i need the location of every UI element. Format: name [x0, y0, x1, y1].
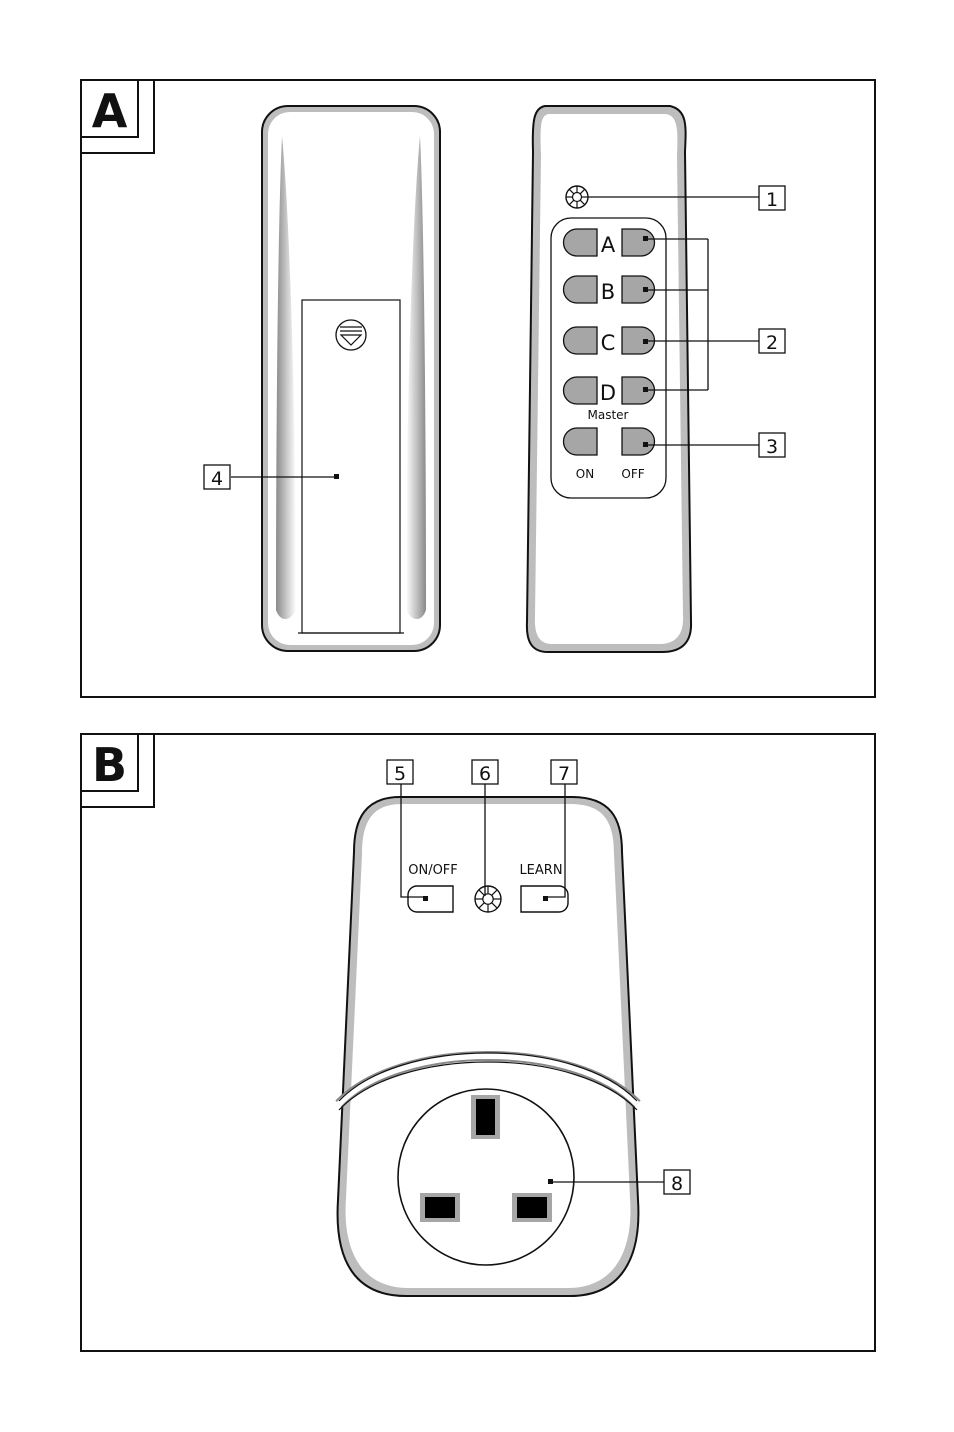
master-on-label: ON: [576, 467, 594, 481]
button-d-on[interactable]: [564, 377, 598, 404]
panel-a: A 4: [81, 80, 875, 697]
callout-4-label: 4: [211, 468, 223, 490]
panel-b: B ON/OFF: [81, 734, 875, 1351]
neutral-pin-slot: [517, 1197, 547, 1218]
keypad-frame: [551, 218, 666, 498]
callout-3-label: 3: [766, 436, 778, 458]
button-b-on[interactable]: [564, 276, 598, 303]
callout-6-label: 6: [479, 763, 491, 785]
channel-b-label: B: [601, 280, 615, 304]
button-master-on[interactable]: [564, 428, 598, 455]
remote-socket: ON/OFF LEARN 5: [338, 760, 690, 1296]
onoff-label: ON/OFF: [408, 863, 458, 878]
master-label: Master: [588, 408, 629, 422]
callout-2-label: 2: [766, 332, 778, 354]
onoff-button[interactable]: [408, 886, 453, 912]
socket-led-icon: [475, 886, 501, 912]
battery-cover-latch: [336, 320, 366, 350]
callout-8-label: 8: [671, 1173, 683, 1195]
remote-back: 4: [204, 106, 440, 651]
channel-d-label: D: [600, 381, 616, 405]
remote-led-icon: [566, 186, 588, 208]
master-off-label: OFF: [621, 467, 644, 481]
panel-a-frame: [81, 80, 875, 697]
callout-5-label: 5: [394, 763, 406, 785]
button-a-off[interactable]: [622, 229, 655, 256]
button-c-on[interactable]: [564, 327, 598, 354]
callout-7-label: 7: [558, 763, 570, 785]
button-a-on[interactable]: [564, 229, 598, 256]
remote-front: 1 A B C D Master: [527, 106, 785, 652]
earth-pin-slot: [476, 1099, 495, 1135]
live-pin-slot: [425, 1197, 455, 1218]
callout-1-label: 1: [766, 189, 778, 211]
button-master-off[interactable]: [622, 428, 655, 455]
learn-label: LEARN: [519, 863, 562, 878]
panel-a-letter: A: [92, 84, 128, 138]
channel-c-label: C: [601, 331, 616, 355]
channel-a-label: A: [601, 233, 616, 257]
panel-b-letter: B: [92, 738, 127, 792]
